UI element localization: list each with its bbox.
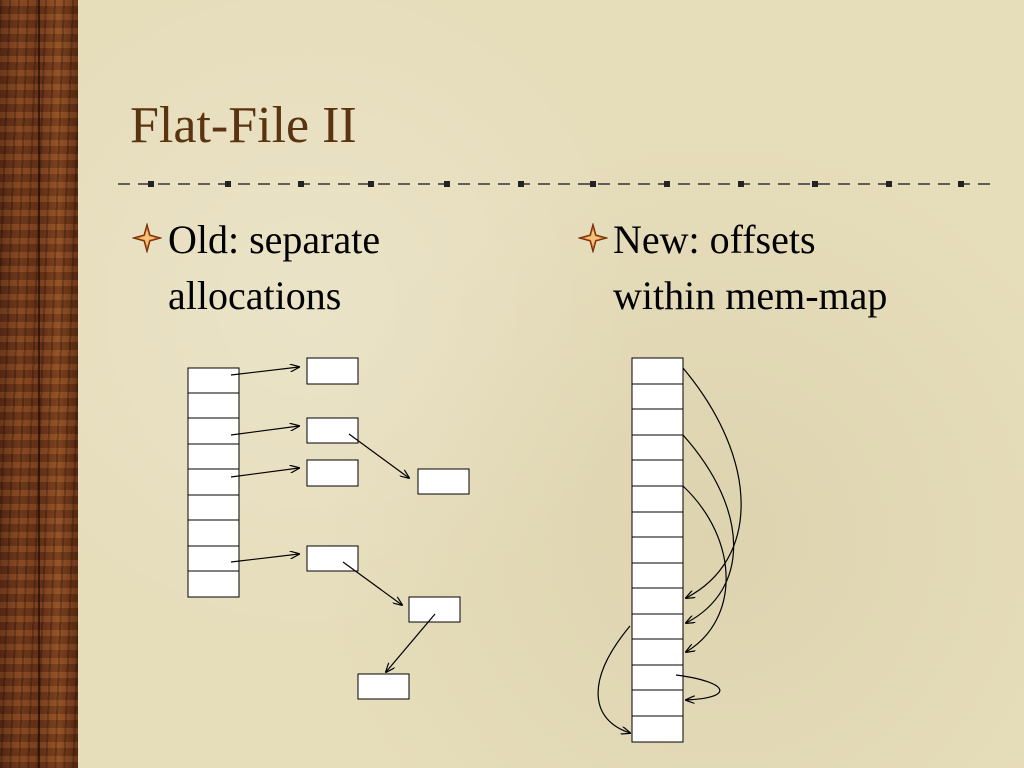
star-bullet-icon — [578, 223, 608, 253]
bullet-old: Old: separate allocations — [168, 212, 380, 324]
bullet-old-line1: Old: separate — [168, 217, 381, 262]
old-allocated-blocks — [306, 357, 470, 700]
wood-sidebar — [0, 0, 78, 768]
old-pointer-array — [187, 367, 240, 598]
old-pointer-arrows — [230, 367, 436, 672]
new-offset-arrows — [597, 367, 742, 733]
slide-title: Flat-File II — [130, 97, 357, 154]
new-mem-map — [631, 357, 684, 743]
bullet-new-line1: New: offsets — [613, 217, 816, 262]
bullet-old-line2: allocations — [168, 273, 342, 318]
bullet-new-line2: within mem-map — [613, 273, 888, 318]
title-divider — [118, 181, 998, 187]
star-bullet-icon — [132, 223, 162, 253]
bullet-new: New: offsets within mem-map — [613, 212, 887, 324]
wood-seam — [38, 0, 40, 768]
